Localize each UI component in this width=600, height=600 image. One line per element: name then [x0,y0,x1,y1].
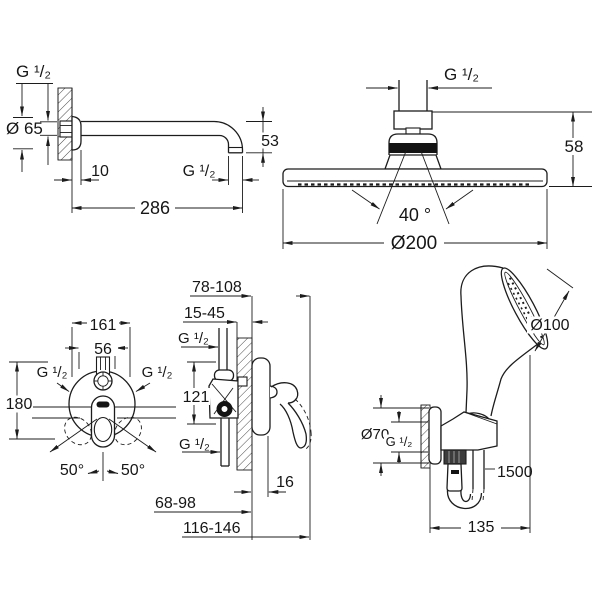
side-total-depth-range-label: 116-146 [183,520,241,537]
side-thread-bottom-label: G ¹/₂ [179,436,210,453]
arm-escutcheon [71,115,82,151]
mixer-front-view-drawing: 161 56 50° 50 [5,314,176,481]
side-thread-top-label: G ¹/₂ [178,330,209,347]
mixer-width-label: 161 [90,317,117,334]
mixer-swivel-left-label: 50° [60,462,84,479]
hose-nut [443,449,467,465]
mixer-lever-side [270,382,312,451]
mixer-center-width-label: 56 [94,341,112,358]
shower-arm-drawing: G ¹/₂ Ø 65 10 G ¹/₂ 286 53 [6,62,282,218]
hand-escutcheon-diameter-label: Ø70 [361,426,389,443]
head-thread-label: G ¹/₂ [444,65,479,84]
mixer-height-label: 180 [6,396,33,413]
mixer-swivel-right-label: 50° [121,462,145,479]
rain-shower-head-drawing: G ¹/₂ 58 40 ° Ø200 [282,65,592,254]
side-port-spacing-label: 121 [183,389,210,406]
bracket-projection-label: 135 [468,519,495,536]
hose-length-label: 1500 [497,464,533,481]
shower-hose [446,450,485,510]
arm-thread-end-label: G ¹/₂ [183,163,216,180]
head-height-label: 58 [565,137,584,156]
connector-block [393,110,433,130]
side-depth-range-label: 68-98 [155,495,196,512]
pipe-stub [59,120,73,138]
side-escutcheon [251,357,271,436]
mixer-thread-right-label: G ¹/₂ [142,364,173,381]
mixer-thread-left-label: G ¹/₂ [37,364,68,381]
valve-port [216,401,233,417]
arm-flange-diameter-label: Ø 65 [6,119,43,138]
shower-head-disc [282,168,548,188]
shower-arm [81,120,244,154]
wall-hatch [236,337,253,471]
hand-shower [460,265,549,426]
hand-shower-set-drawing: Ø100 Ø70 G ¹/₂ 1500 135 [358,265,574,536]
side-tile-range-label: 15-45 [184,305,225,322]
hose-cone [446,463,463,492]
mixer-side-view-drawing: 78-108 15-45 G ¹/₂ 121 G ¹/₂ 16 68-98 11… [154,279,312,540]
side-escutcheon-depth-label: 16 [276,474,294,491]
bracket-escutcheon [428,406,442,465]
arm-projection-label: 286 [140,198,170,218]
head-spray-angle-label: 40 ° [399,205,431,225]
hand-head-diameter-label: Ø100 [530,317,569,334]
spray-face [500,267,549,350]
arm-drop-height-label: 53 [261,133,279,150]
arm-thread-top-label: G ¹/₂ [16,62,51,81]
head-diameter-label: Ø200 [391,233,437,254]
arm-wall-offset-label: 10 [91,163,109,180]
side-projection-range-label: 78-108 [192,279,242,296]
hand-thread-label: G ¹/₂ [386,434,413,449]
